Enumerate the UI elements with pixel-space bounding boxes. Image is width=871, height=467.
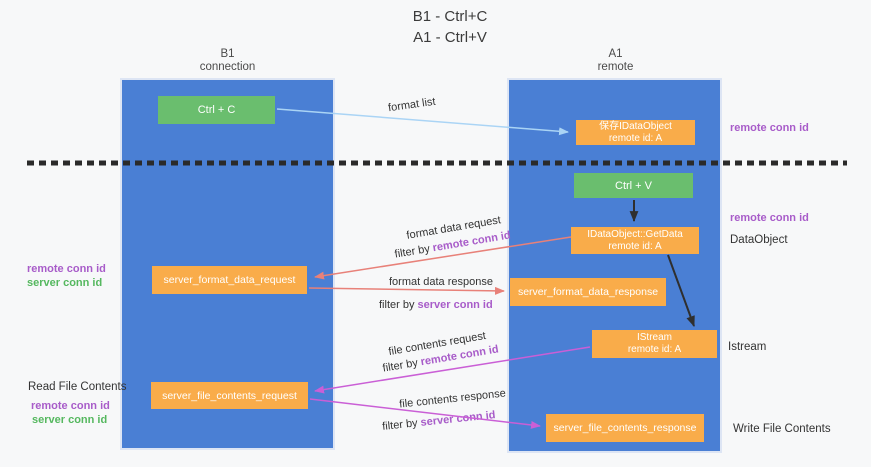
node-idataobject-getdata-line1: IDataObject::GetData: [587, 228, 683, 240]
filter-key-server-conn-id: server conn id: [417, 299, 493, 311]
title-line-1: B1 - Ctrl+C: [412, 8, 488, 25]
node-idataobject-getdata: IDataObject::GetData remote id: A: [571, 227, 699, 254]
node-ctrl-v: Ctrl + V: [574, 173, 693, 198]
filter-by-text: filter by: [379, 299, 418, 311]
label-left-server-conn-id-bottom: server conn id: [32, 414, 108, 426]
label-left-server-conn-id-mid: server conn id: [27, 277, 103, 289]
label-write-file-contents: Write File Contents: [733, 423, 831, 435]
lane-a1-name: A1: [608, 48, 623, 60]
filter-by-text: filter by: [381, 356, 422, 375]
title-line-2: A1 - Ctrl+V: [413, 29, 487, 46]
node-server-format-data-request: server_format_data_request: [152, 266, 307, 294]
node-ctrl-v-label: Ctrl + V: [615, 179, 652, 192]
lane-header-a1: A1 remote: [508, 48, 723, 74]
label-istream: Istream: [728, 341, 767, 353]
label-dataobject: DataObject: [730, 234, 788, 246]
label-read-file-contents: Read File Contents: [28, 381, 127, 393]
filter-by-text: filter by: [393, 242, 434, 261]
node-ctrl-c-label: Ctrl + C: [197, 104, 236, 116]
label-format-data-response-filter: filter by server conn id: [379, 299, 493, 311]
label-remote-conn-id-mid: remote conn id: [730, 212, 809, 224]
node-istream-line1: IStream: [636, 332, 672, 343]
filter-by-text: filter by: [381, 416, 422, 433]
node-server-format-data-response-label: server_format_data_response: [517, 286, 659, 298]
node-idataobject-getdata-line2: remote id: A: [608, 240, 662, 252]
node-server-format-data-response: server_format_data_response: [510, 278, 666, 306]
diagram-title: B1 - Ctrl+C A1 - Ctrl+V: [30, 6, 870, 48]
filter-key-server-conn-id: server conn id: [419, 409, 497, 429]
node-istream-line2: remote id: A: [627, 344, 682, 355]
lane-a1-role: remote: [597, 61, 634, 73]
node-server-format-data-request-label: server_format_data_request: [163, 274, 296, 286]
label-file-contents-response-filter: filter by server conn id: [382, 409, 496, 433]
node-save-dataobject-line2: remote id: A: [608, 132, 663, 144]
format-data-response-arrow: [308, 286, 505, 295]
node-save-dataobject: 保存IDataObject remote id: A: [576, 120, 695, 145]
node-server-file-contents-response-label: server_file_contents_response: [553, 422, 697, 434]
node-server-file-contents-request: server_file_contents_request: [151, 382, 308, 409]
node-istream: IStream remote id: A: [592, 330, 717, 358]
node-ctrl-c: Ctrl + C: [158, 96, 275, 124]
node-save-dataobject-line1: 保存IDataObject: [599, 120, 672, 132]
label-file-contents-response: file contents response: [398, 387, 507, 411]
label-format-list: format list: [387, 95, 437, 115]
lane-header-b1: B1 connection: [120, 48, 335, 74]
label-left-remote-conn-id-mid: remote conn id: [27, 263, 106, 275]
node-server-file-contents-response: server_file_contents_response: [546, 414, 704, 442]
lane-b1-role: connection: [199, 61, 256, 73]
node-server-file-contents-request-label: server_file_contents_request: [162, 389, 297, 402]
label-left-remote-conn-id-bottom: remote conn id: [31, 400, 110, 412]
label-format-data-response: format data response: [389, 276, 493, 288]
lane-b1-name: B1: [220, 48, 235, 60]
label-remote-conn-id-top: remote conn id: [730, 122, 809, 134]
